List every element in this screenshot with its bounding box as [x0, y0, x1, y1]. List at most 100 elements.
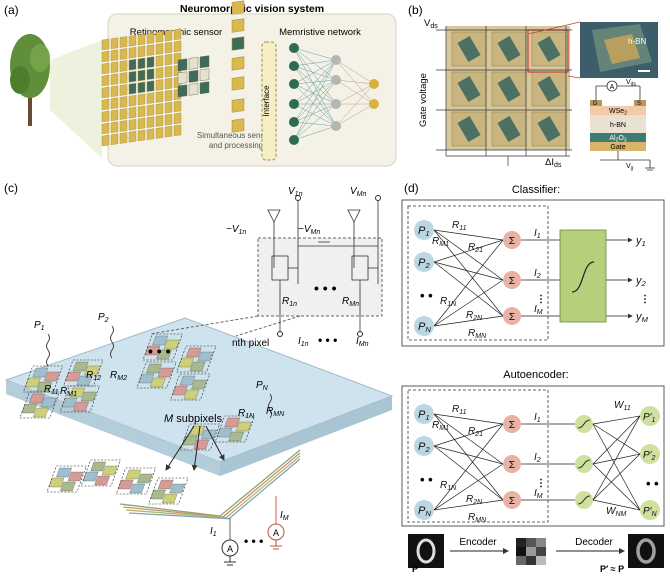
rmn-label: RMn	[342, 296, 359, 308]
sensor-pixel	[110, 109, 119, 121]
neg-v1n-label: −V1n	[226, 224, 246, 236]
input-node	[414, 316, 434, 336]
pixel-1	[22, 365, 64, 393]
substrate-front	[6, 380, 220, 476]
weight-label-r21: R21	[468, 426, 483, 438]
i1-label: I1	[210, 526, 217, 538]
subpixel	[90, 461, 107, 472]
pixel-outline	[46, 465, 87, 493]
column-pixel	[231, 98, 245, 113]
weight-edge	[433, 463, 504, 511]
current-label: IM	[534, 488, 543, 500]
vd-label: Vds	[626, 79, 636, 88]
photodiode	[497, 75, 521, 103]
sigmoid-icon	[571, 261, 595, 293]
weight-edge	[433, 445, 504, 465]
panel-a: (a) Neuromorphic vision system Retinomor…	[4, 0, 397, 167]
sensing-line1: Simultaneous sensing	[197, 131, 275, 140]
input-neuron	[289, 117, 299, 127]
weight-label-rmn: RMN	[468, 512, 487, 524]
output-ellipsis: ⋮	[640, 294, 650, 305]
subpixel	[228, 431, 244, 442]
neg-vmn-label: −VMn	[298, 224, 320, 236]
column-pixel	[231, 56, 245, 71]
sensor-pixel	[164, 29, 173, 42]
receptive-pixel	[188, 69, 199, 83]
photon-wave-n	[268, 393, 272, 419]
readout-wires	[119, 449, 301, 540]
panel-b-label: (b)	[408, 3, 423, 17]
output-neuron	[369, 99, 379, 109]
input-node-label: PN	[418, 321, 431, 334]
sensor-pixel	[119, 36, 128, 48]
r12-label: R12	[86, 370, 101, 382]
subpixel	[82, 471, 99, 482]
photodiode-array	[436, 26, 572, 166]
network-edge	[293, 65, 337, 127]
weight-label-r1n: R1N	[440, 480, 457, 492]
sensor-pixel	[164, 77, 173, 90]
sensor-pixel	[101, 110, 110, 123]
decoder-edge	[592, 415, 641, 465]
subpixel	[72, 361, 89, 372]
subpixel	[189, 361, 206, 372]
sum-symbol: Σ	[509, 312, 515, 323]
weight-label-w11: W11	[614, 400, 631, 412]
sum-symbol: Σ	[509, 496, 515, 507]
sensor-pixel	[155, 127, 164, 139]
subpixel	[150, 489, 166, 500]
pixel-outline	[170, 373, 211, 401]
receptive-pixel	[188, 56, 199, 70]
imn-label: IMn	[356, 336, 369, 348]
v1n-label: V1n	[288, 186, 303, 198]
network-edge	[293, 103, 337, 123]
pixel-11	[46, 465, 87, 493]
hidden-neuron	[331, 99, 341, 109]
sensor-pixel	[128, 130, 137, 143]
decoder-edge	[592, 423, 641, 455]
receptive-pixel	[199, 55, 210, 69]
code-cell	[516, 547, 526, 556]
reconstruction-ellipsis: • •	[646, 476, 659, 491]
rm2-label: RM2	[110, 370, 127, 382]
subpixel	[129, 483, 146, 494]
subpixel	[136, 473, 153, 484]
interface-label: Interface	[262, 85, 271, 117]
network-edge	[335, 59, 375, 85]
weight-label-r2n: R2N	[466, 310, 483, 322]
decoder-edge	[592, 453, 641, 501]
subpixel-arrow-2	[191, 425, 201, 471]
network-edge	[293, 59, 337, 123]
input-ellipsis: • •	[420, 472, 433, 487]
network-edge	[293, 79, 337, 105]
decoder-edge	[592, 463, 641, 511]
weight-label-rm1: RM1	[432, 420, 449, 432]
subpixel	[33, 407, 49, 418]
network-edge	[293, 47, 337, 81]
subpixel	[152, 335, 168, 346]
vg-label: Vg	[626, 163, 634, 172]
circuit-ellipsis: • • •	[314, 280, 337, 296]
pixel-outline	[80, 459, 121, 487]
receptive-field-grid	[177, 55, 210, 98]
sensor-pixel	[173, 100, 182, 113]
network-edge	[335, 79, 375, 105]
svg-text:A: A	[273, 528, 279, 538]
subpixel	[156, 349, 172, 360]
input-node	[414, 252, 434, 272]
weight-label-rm1: RM1	[432, 236, 449, 248]
photodiode	[537, 75, 561, 103]
sensor-pixel	[155, 79, 164, 91]
weight-edge	[433, 423, 504, 511]
hidden-neuron	[331, 75, 341, 85]
zoom-line-top	[527, 21, 581, 35]
sensor-pixel	[146, 68, 155, 80]
input-node-label: P1	[418, 409, 430, 422]
subpixel	[29, 393, 45, 404]
subpixel	[157, 367, 174, 378]
subpixel	[224, 417, 241, 428]
sensor-pixel	[137, 33, 146, 46]
delta-ids-label: ΔIds	[545, 157, 562, 169]
